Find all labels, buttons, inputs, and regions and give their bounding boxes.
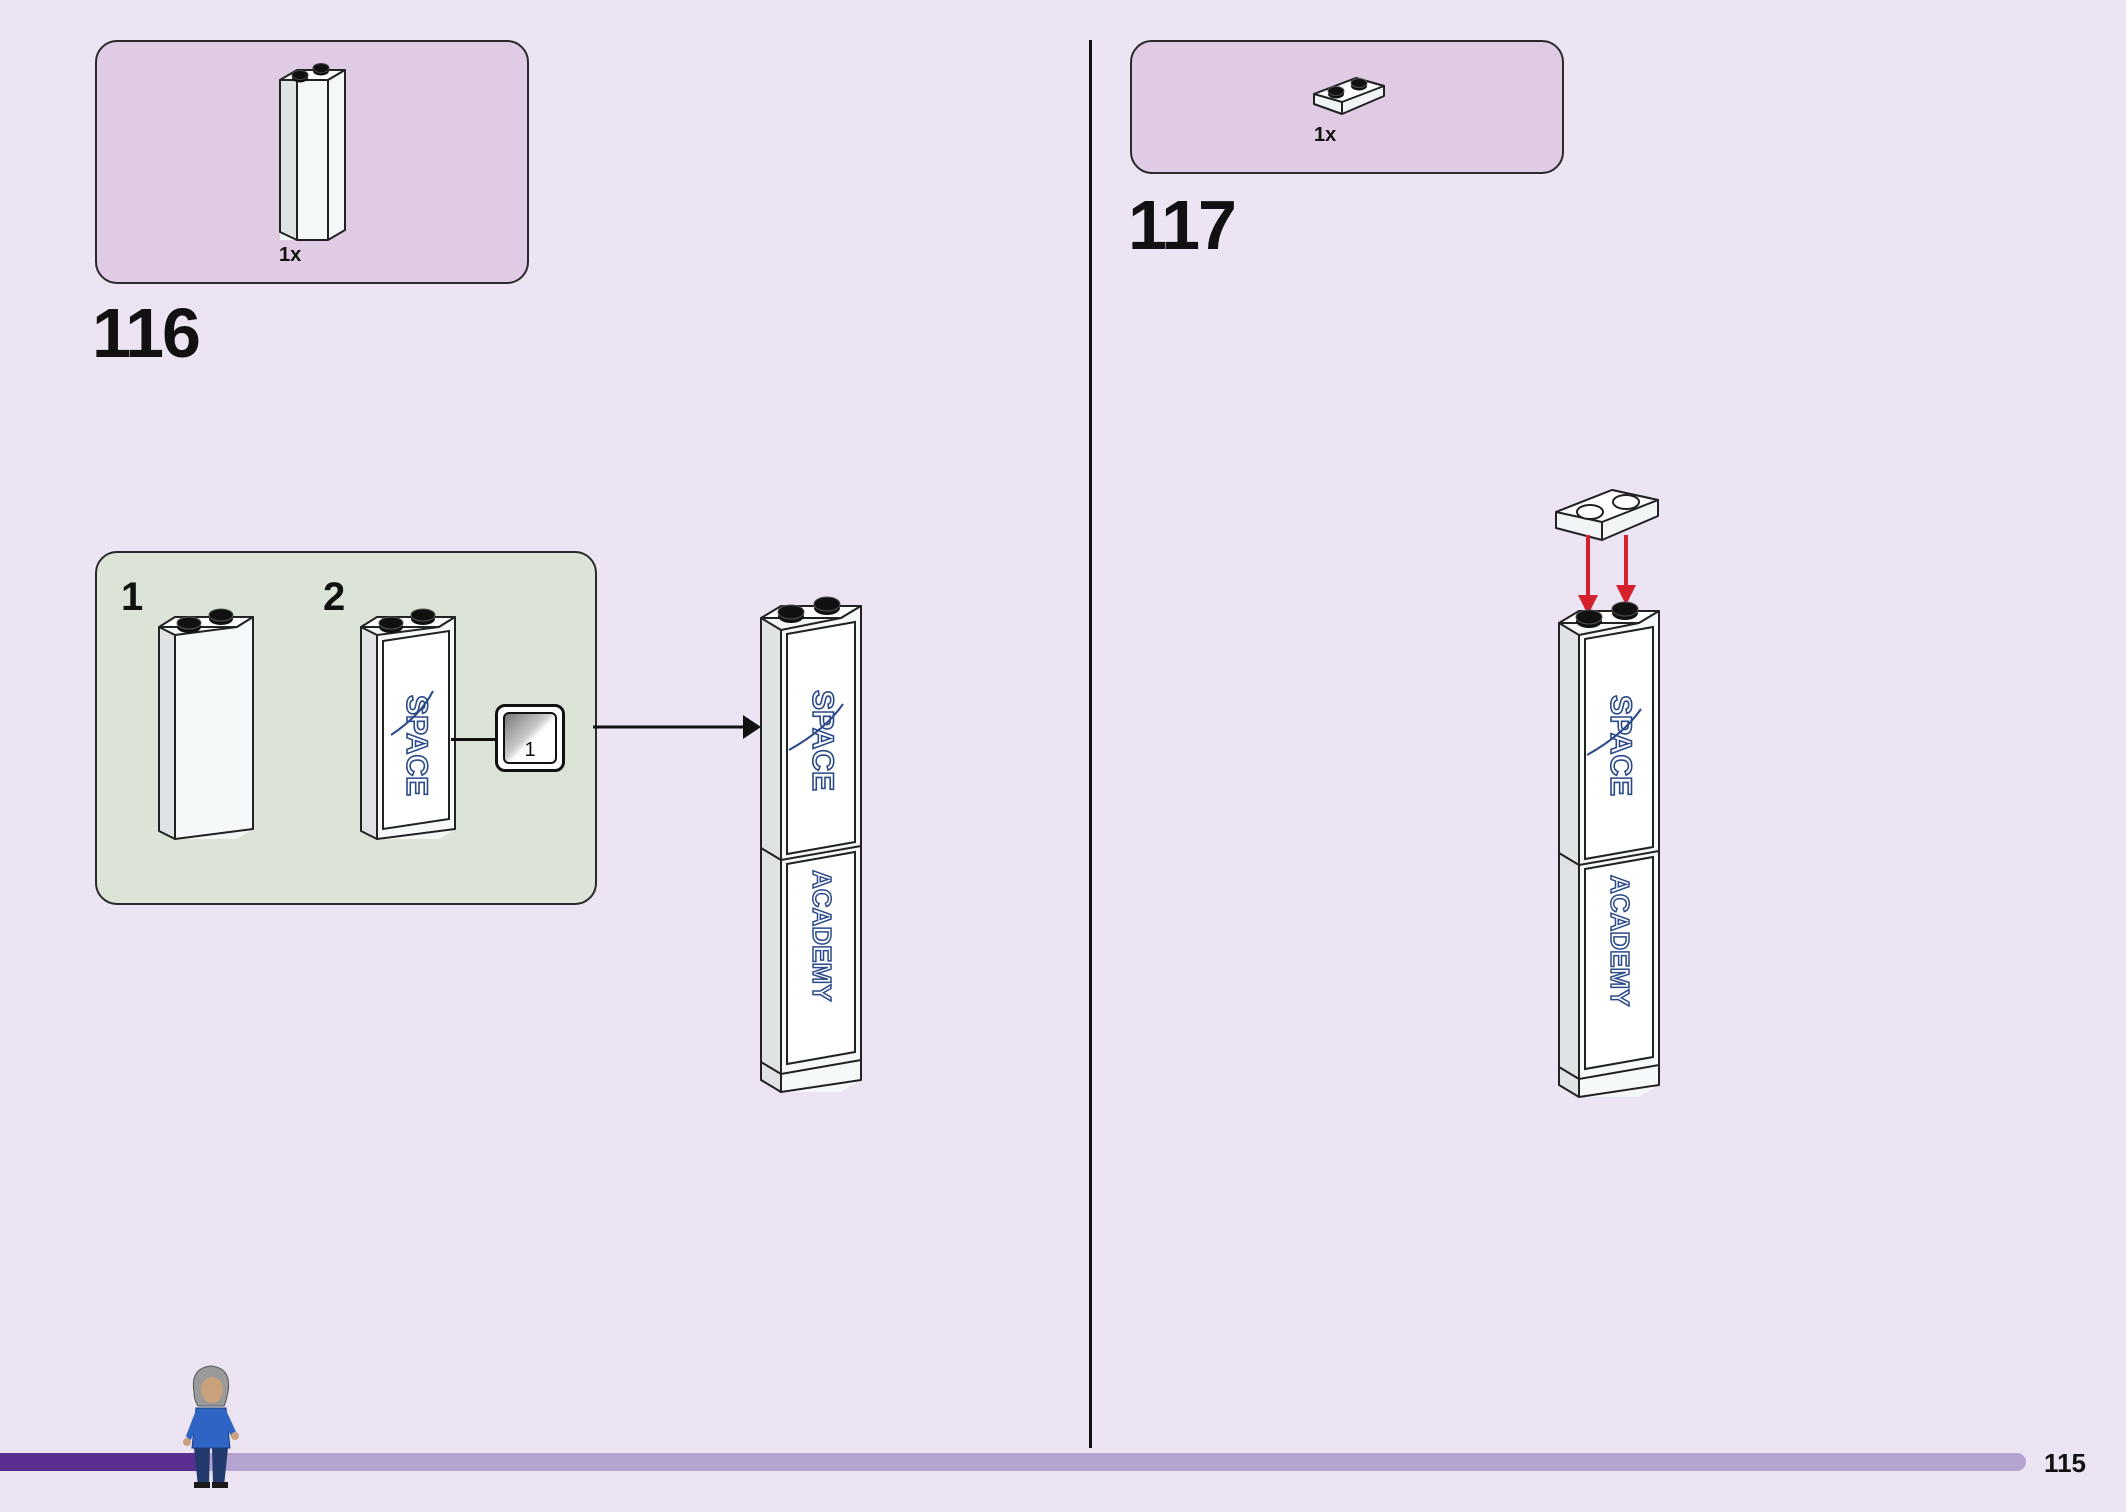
parts-list-step-117: 1x — [1130, 40, 1564, 174]
minifigure-icon — [183, 1365, 239, 1488]
callout-connector — [451, 738, 497, 741]
plate-placement-icon — [1555, 489, 1659, 541]
stickered-brick-icon: SPACE — [360, 608, 456, 840]
sticker-callout: 1 — [495, 704, 565, 772]
column-space-text: SPACE — [1604, 695, 1637, 796]
step-number-117: 117 — [1128, 186, 1237, 264]
assembly-arrow-icon — [593, 715, 761, 739]
column-academy-text: ACADEMY — [807, 870, 837, 1001]
part-quantity: 1x — [1314, 124, 1337, 146]
sticker-space-text: SPACE — [400, 695, 433, 796]
sub-assembly-box: 1 2 SPACE 1 — [95, 551, 597, 905]
placement-arrows-icon — [1578, 535, 1636, 615]
plate-1x2-icon — [1313, 77, 1385, 115]
plain-brick-icon — [158, 608, 254, 840]
parts-list-step-116: 1x — [95, 40, 529, 284]
progress-bar — [0, 1453, 2026, 1471]
part-quantity: 1x — [279, 244, 302, 266]
sub-step-2-number: 2 — [323, 575, 346, 619]
sticker-number: 1 — [524, 739, 536, 761]
progress-bar-fill — [0, 1453, 197, 1471]
column-academy-text: ACADEMY — [1605, 875, 1635, 1006]
step-number-116: 116 — [92, 294, 201, 372]
space-academy-column-icon: SPACE ACADEMY — [760, 596, 862, 1093]
space-academy-column-icon: SPACE ACADEMY — [1558, 601, 1660, 1098]
sub-step-1-number: 1 — [121, 575, 144, 619]
brick-1x2x5-icon — [279, 63, 346, 241]
page-number: 115 — [2044, 1448, 2086, 1478]
column-space-text: SPACE — [806, 690, 839, 791]
page-divider — [1089, 40, 1092, 1448]
